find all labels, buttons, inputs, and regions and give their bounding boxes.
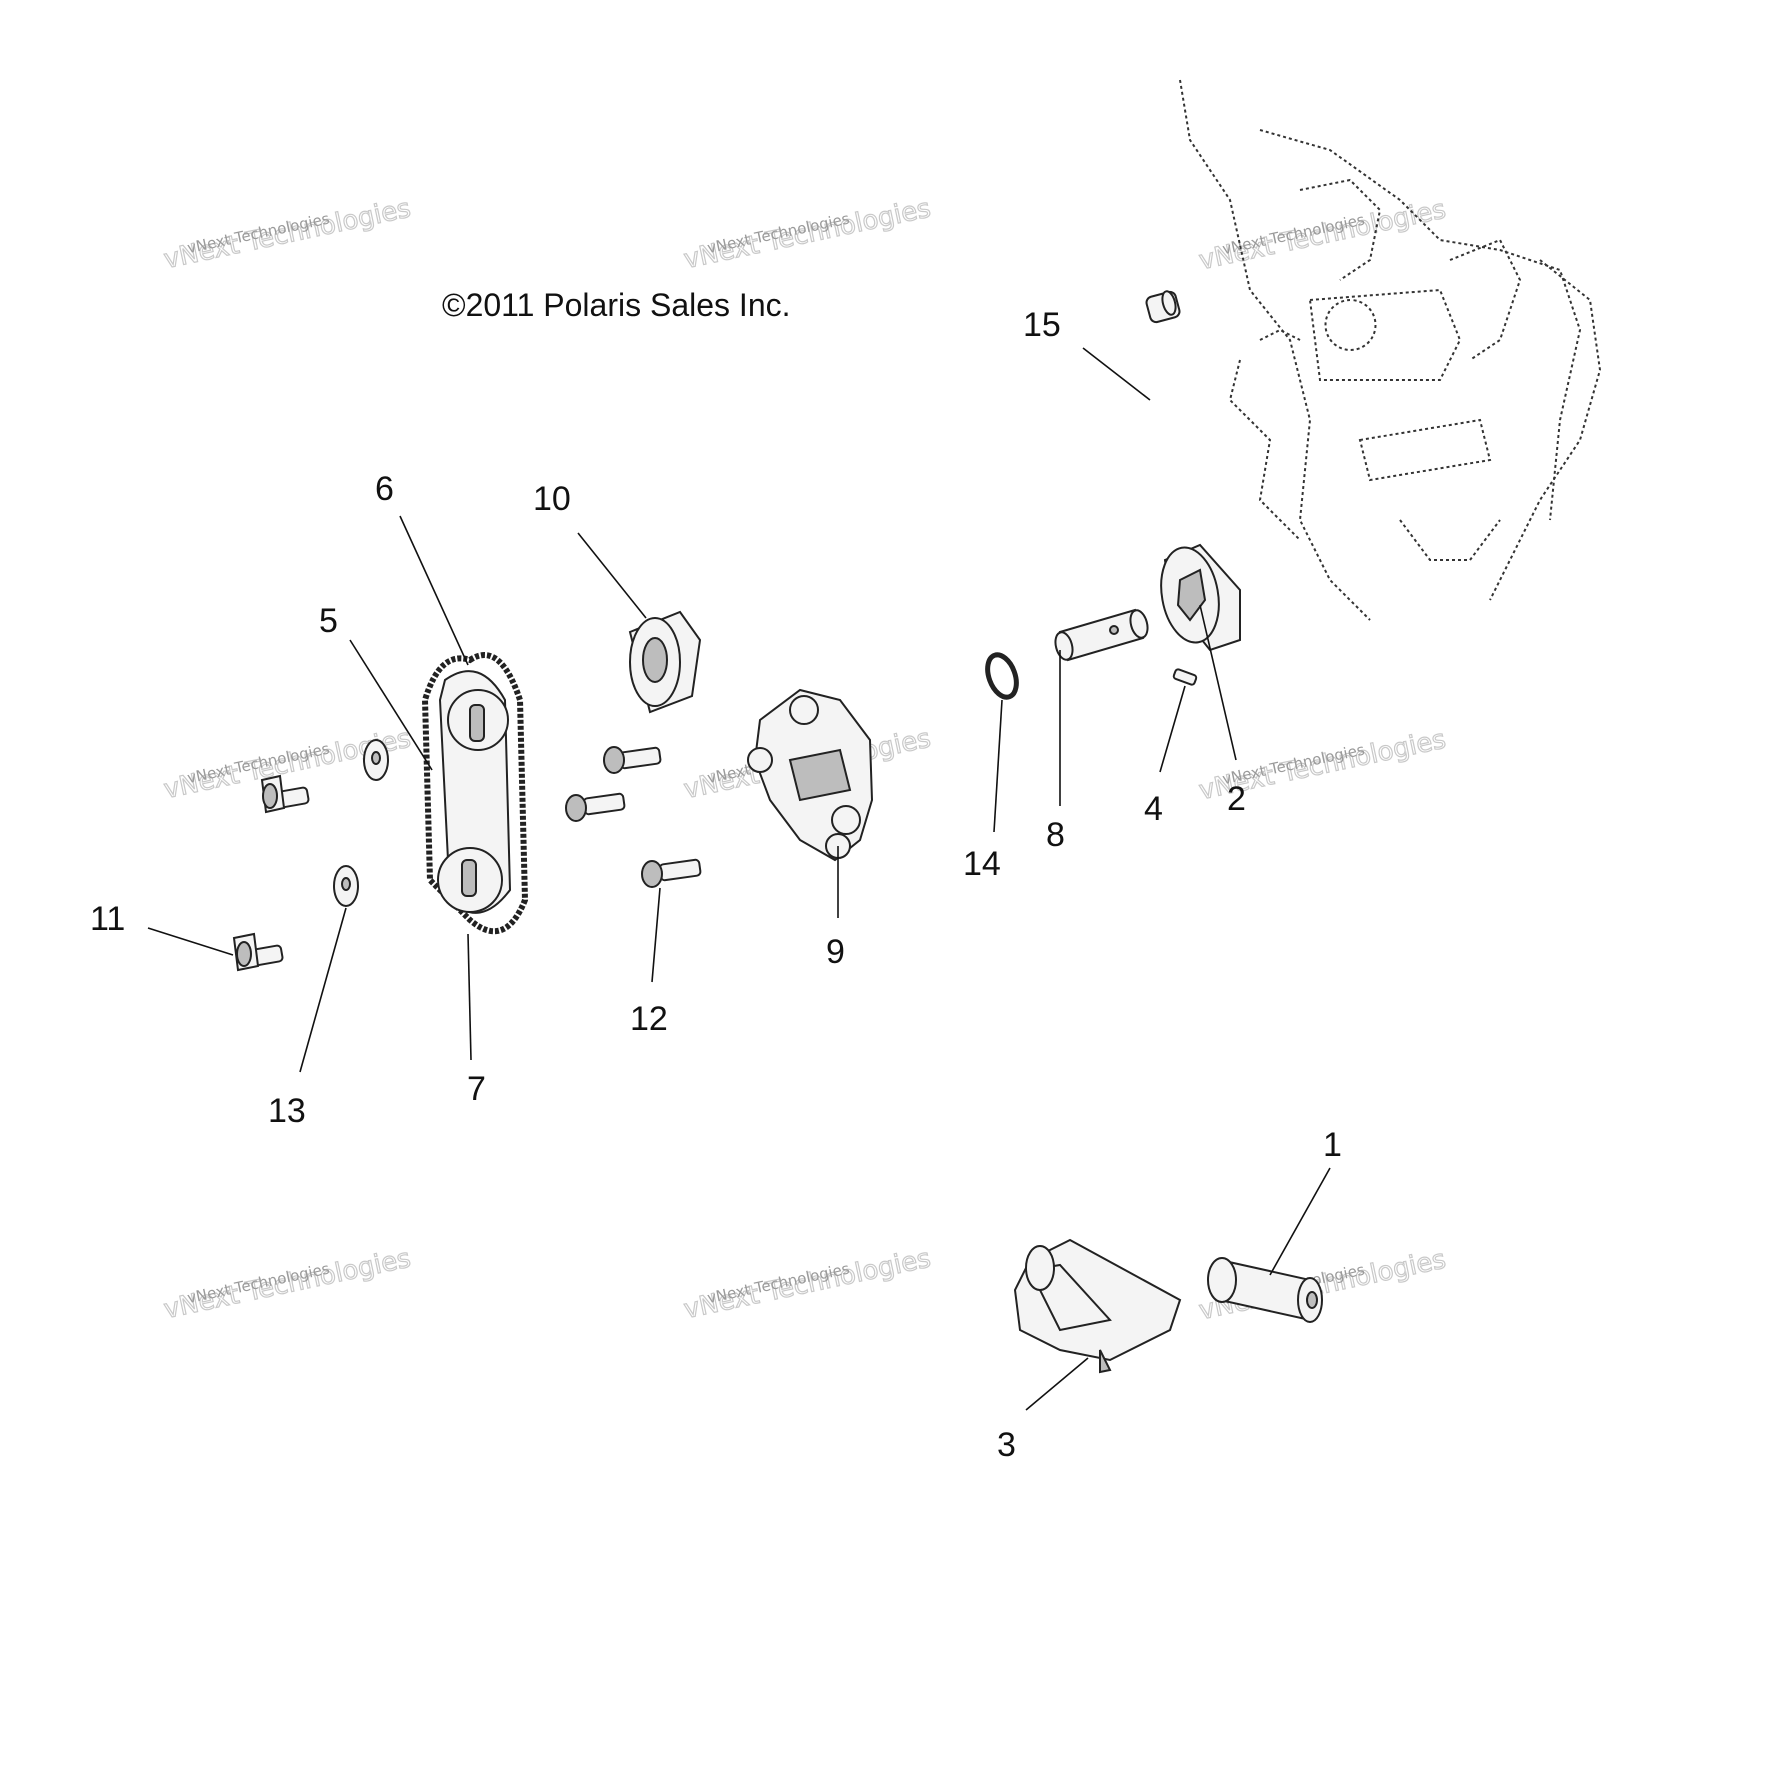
watermark: vNext Technologies vNext Technologies bbox=[681, 193, 934, 276]
callout-2: 2 bbox=[1227, 780, 1246, 818]
callout-8: 8 bbox=[1046, 816, 1065, 854]
callout-11: 11 bbox=[90, 900, 125, 938]
watermark: vNext Technologies vNext Technologies bbox=[1196, 194, 1449, 277]
bolt-center-middle bbox=[565, 792, 626, 822]
watermark: vNext Technologies vNext Technologies bbox=[161, 1243, 414, 1326]
engine-block-outline bbox=[1179, 79, 1602, 621]
callout-3: 3 bbox=[997, 1426, 1016, 1464]
callouts: 1 2 3 4 5 6 7 8 9 10 11 12 13 14 15 bbox=[90, 306, 1342, 1464]
callout-6: 6 bbox=[375, 470, 394, 508]
callout-1: 1 bbox=[1323, 1126, 1342, 1164]
part-chain-sprockets bbox=[421, 652, 529, 935]
watermark: vNext Technologies vNext Technologies bbox=[681, 1243, 934, 1326]
callout-13: 13 bbox=[268, 1092, 306, 1130]
callout-4: 4 bbox=[1144, 790, 1163, 828]
part-10-cover bbox=[628, 610, 702, 714]
part-4-pin bbox=[1172, 668, 1198, 686]
callout-9: 9 bbox=[826, 933, 845, 971]
copyright-text: ©2011 Polaris Sales Inc. bbox=[442, 287, 791, 323]
part-8-shaft bbox=[1054, 608, 1149, 662]
part-1-screen bbox=[1207, 1257, 1323, 1323]
part-13-washer bbox=[333, 865, 359, 907]
callout-14: 14 bbox=[963, 845, 1001, 883]
leader-lines bbox=[147, 347, 1331, 1411]
part-11-bolt bbox=[232, 932, 284, 972]
bolt-upper-left bbox=[260, 774, 310, 814]
part-12-bolt bbox=[641, 858, 702, 888]
part-9-pump-body bbox=[747, 688, 874, 862]
callout-10: 10 bbox=[533, 480, 571, 518]
callout-12: 12 bbox=[630, 1000, 668, 1038]
callout-5: 5 bbox=[319, 602, 338, 640]
bolt-center-top bbox=[603, 746, 662, 774]
watermark: vNext Technologies vNext Technologies bbox=[161, 193, 414, 276]
part-14-oring bbox=[985, 652, 1019, 700]
callout-15: 15 bbox=[1023, 306, 1061, 344]
part-3-oil-pickup bbox=[1013, 1238, 1182, 1374]
part-2-rotor bbox=[1160, 543, 1241, 652]
washer-top bbox=[363, 739, 389, 781]
part-15-dowel bbox=[1145, 290, 1181, 324]
callout-7: 7 bbox=[467, 1070, 486, 1108]
